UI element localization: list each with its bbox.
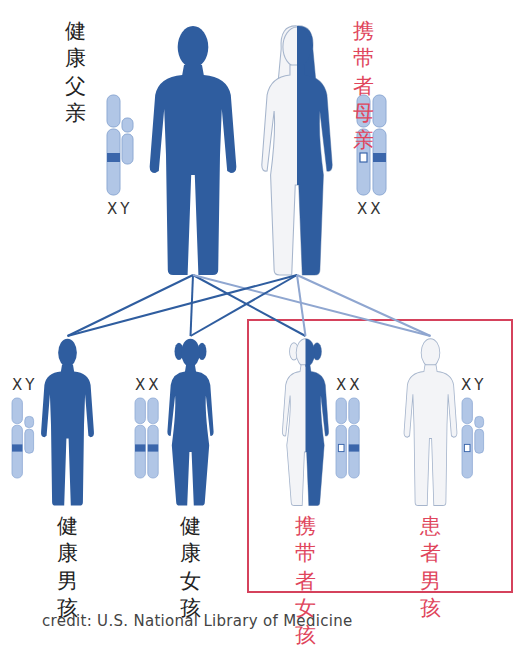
girl-figure <box>167 339 213 506</box>
figure-label: 健康 女孩 <box>180 513 201 622</box>
boy-figure <box>404 339 457 506</box>
chromosome-label: XY <box>12 376 37 394</box>
parent-figure: 健康 父亲 <box>60 18 240 275</box>
boy-figure <box>41 339 94 506</box>
chromosome-pair <box>12 398 34 478</box>
inheritance-line <box>193 275 431 336</box>
inheritance-line <box>68 275 194 336</box>
chromosome-label: XY <box>107 200 132 218</box>
child-figure: 患者 男孩 <box>395 336 495 578</box>
child-figure: 健康 男孩 <box>10 336 110 578</box>
inheritance-line <box>191 275 298 336</box>
figure-label: 携带者 母亲 <box>353 18 374 154</box>
child-figure: 健康 女孩 <box>130 336 230 578</box>
inheritance-line <box>297 275 306 336</box>
chromosome-label: XX <box>336 376 363 394</box>
chromosome-pair <box>135 398 158 478</box>
mother-figure <box>262 26 332 275</box>
parent-figure: 携带者 母亲 <box>253 18 403 275</box>
inheritance-line <box>297 275 431 336</box>
chromosome-pair <box>107 95 133 195</box>
girl-figure <box>282 339 328 506</box>
chromosome-pair <box>336 398 359 478</box>
inheritance-line <box>193 275 306 336</box>
credit-caption: credit: U.S. National Library of Medicin… <box>42 612 353 630</box>
chromosome-label: XY <box>461 376 486 394</box>
highlight-frame <box>248 320 512 592</box>
inheritance-line <box>68 275 298 336</box>
father-figure <box>150 26 237 275</box>
figure-label: 健康 父亲 <box>65 18 86 127</box>
chromosome-pair <box>462 398 484 478</box>
figure-label: 患者 男孩 <box>420 513 441 622</box>
inheritance-line <box>191 275 194 336</box>
chromosome-label: XX <box>357 200 384 218</box>
chromosome-label: XX <box>135 376 162 394</box>
figure-label: 健康 男孩 <box>57 513 78 622</box>
child-figure: 携带者 女孩 <box>265 336 365 578</box>
